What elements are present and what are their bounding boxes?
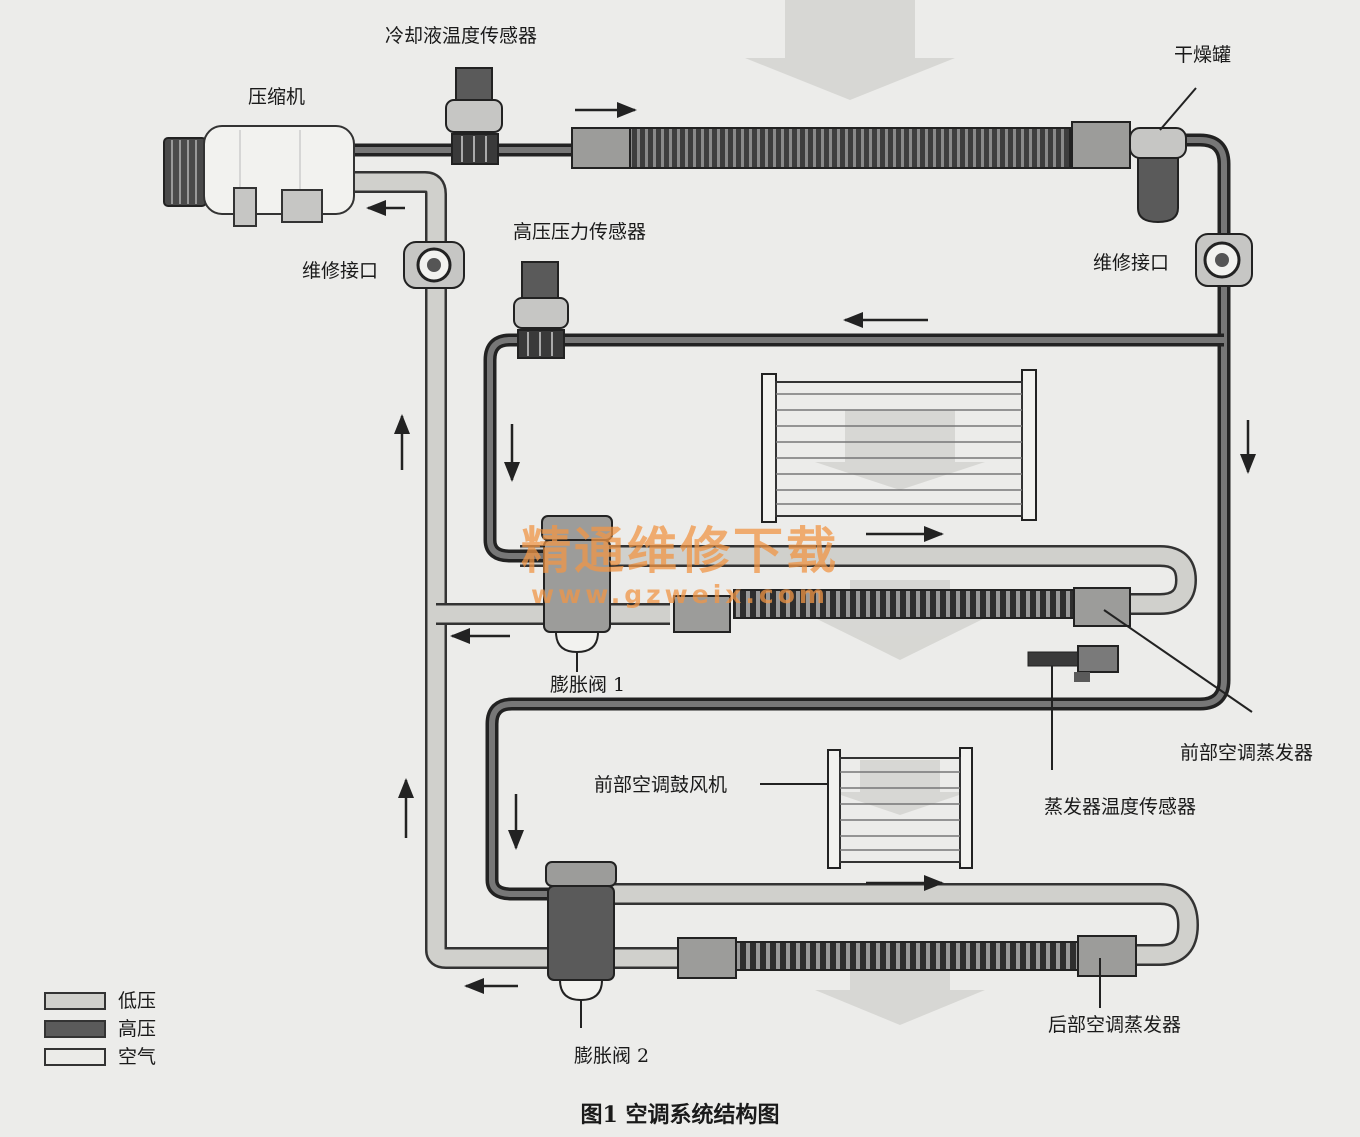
air-arrow-rear-evaporator [815,970,985,1025]
figure-caption: 图1 空调系统结构图 [580,1102,780,1128]
legend-label-low-pressure: 低压 [118,990,157,1012]
label-expansion-valve-1: 膨胀阀 1 [550,674,626,696]
service-port-right [1195,233,1253,287]
label-service-port-left: 维修接口 [302,260,379,282]
label-front-blower: 前部空调鼓风机 [594,774,728,796]
front-air-grille [761,369,1037,523]
service-port-left [403,241,465,289]
compressor [163,125,355,227]
label-compressor: 压缩机 [248,86,306,108]
legend-swatch-low-pressure [44,992,106,1010]
coolant-temp-sensor [445,67,503,165]
air-arrow-front-radiator [815,410,985,490]
watermark: 精通维修下载 www.gzweix.com [500,522,860,610]
air-arrow-top [745,0,955,100]
legend-label-air: 空气 [118,1046,157,1068]
label-evaporator-temp-sensor: 蒸发器温度传感器 [1044,796,1197,818]
label-coolant-temp-sensor: 冷却液温度传感器 [385,25,538,47]
dryer [1129,87,1197,224]
label-expansion-valve-2: 膨胀阀 2 [574,1045,650,1067]
watermark-text: 精通维修下载 [521,522,839,580]
label-service-port-right: 维修接口 [1093,252,1170,274]
legend-swatch-air [44,1048,106,1066]
legend-swatch-high-pressure [44,1020,106,1038]
front-evaporator [673,587,1131,633]
label-rear-evaporator: 后部空调蒸发器 [1048,1014,1182,1036]
condenser-coil [571,121,1131,169]
evaporator-temp-sensor [1027,645,1119,770]
label-high-pressure-sensor: 高压压力传感器 [513,221,647,243]
high-pressure-pipes [350,133,1231,901]
rear-evaporator [677,935,1137,1008]
label-front-evaporator: 前部空调蒸发器 [1180,742,1314,764]
front-evaporator-leader [1103,609,1253,713]
high-pressure-sensor [513,261,569,359]
low-pressure-pipes [350,171,1199,969]
watermark-url: www.gzweix.com [531,580,829,609]
legend-label-high-pressure: 高压 [118,1018,157,1040]
expansion-valve-1 [541,515,613,672]
flow-arrows [366,102,1256,994]
rear-blower [760,747,973,869]
expansion-valve-2 [545,861,617,1028]
label-dryer: 干燥罐 [1174,44,1232,66]
